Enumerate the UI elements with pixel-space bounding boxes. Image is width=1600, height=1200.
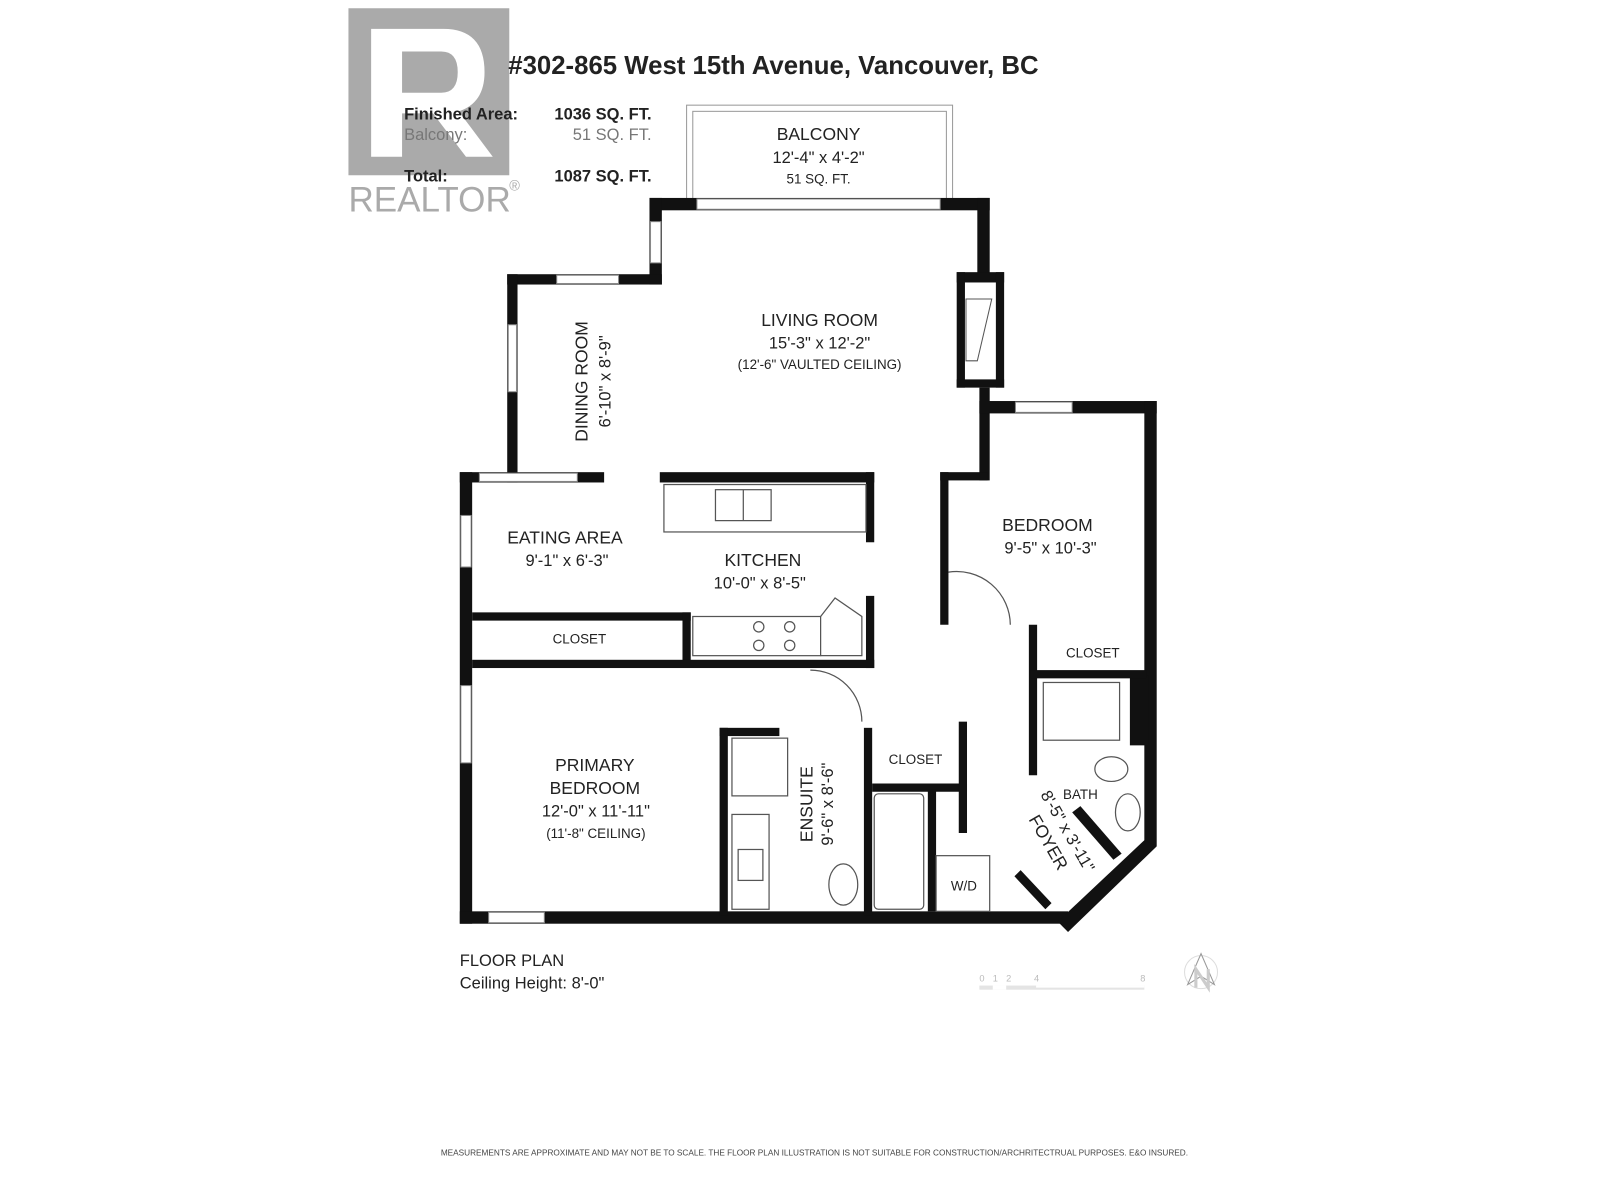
room-note: 51 SQ. FT.: [787, 172, 851, 187]
room-wd: W/D: [951, 879, 977, 894]
room-living: LIVING ROOM 15'-3" x 12'-2" (12'-6" VAUL…: [738, 310, 902, 372]
room-dims: 6'-10" x 8'-9": [596, 335, 614, 427]
room-note: (11'-8" CEILING): [546, 826, 645, 841]
scale-tick: 2: [1006, 973, 1011, 983]
room-dims: 9'-5" x 10'-3": [1004, 540, 1096, 558]
registered-mark: ®: [509, 179, 520, 195]
room-name: PRIMARY: [555, 755, 635, 775]
closet-label: CLOSET: [889, 752, 943, 767]
room-foyer: FOYER 8'-5" x 3'-11": [1025, 788, 1098, 876]
realtor-logo-text: REALTOR: [348, 180, 510, 219]
room-bath: BATH: [1063, 787, 1098, 802]
room-dims: 10'-0" x 8'-5": [714, 575, 806, 593]
room-eating-area: EATING AREA 9'-1" x 6'-3": [507, 527, 623, 570]
scale-tick: 8: [1140, 973, 1145, 983]
total-area-label: Total:: [404, 167, 448, 185]
room-name: KITCHEN: [724, 550, 801, 570]
room-name: LIVING ROOM: [761, 310, 878, 330]
room-name: DINING ROOM: [572, 321, 592, 442]
page-title: #302-865 West 15th Avenue, Vancouver, BC: [508, 52, 1038, 80]
room-dims: 9'-6" x 8'-6": [819, 762, 837, 845]
fixtures: [663, 483, 1141, 912]
north-arrow-icon: [1184, 952, 1219, 993]
closet-label: CLOSET: [1066, 646, 1120, 661]
windows: [460, 198, 1073, 924]
scale-tick: 1: [993, 973, 998, 983]
room-dims: 12'-4" x 4'-2": [772, 149, 864, 167]
room-name: BEDROOM: [1002, 515, 1093, 535]
closet-label: CLOSET: [553, 631, 607, 646]
room-note: (12'-6" VAULTED CEILING): [738, 357, 902, 372]
room-kitchen: KITCHEN 10'-0" x 8'-5": [714, 550, 806, 593]
realtor-logo: REALTOR ®: [348, 8, 520, 219]
ceiling-height: Ceiling Height: 8'-0": [460, 975, 605, 993]
scale-tick: 4: [1034, 973, 1039, 983]
room-name: BEDROOM: [550, 778, 641, 798]
room-name: EATING AREA: [507, 527, 623, 547]
area-summary: Finished Area: 1036 SQ. FT. Balcony: 51 …: [404, 106, 651, 186]
finished-area-label: Finished Area:: [404, 106, 518, 124]
room-dims: 9'-1" x 6'-3": [525, 552, 608, 570]
scale-bar: 0 1 2 4 8: [979, 973, 1145, 990]
disclaimer: MEASUREMENTS ARE APPROXIMATE AND MAY NOT…: [441, 1149, 1188, 1158]
room-dining: DINING ROOM 6'-10" x 8'-9": [572, 321, 615, 442]
balcony-area-value: 51 SQ. FT.: [573, 126, 652, 144]
scale-tick: 0: [979, 973, 984, 983]
room-balcony: BALCONY 12'-4" x 4'-2" 51 SQ. FT.: [772, 124, 864, 186]
room-ensuite: ENSUITE 9'-6" x 8'-6": [796, 762, 837, 845]
total-area-value: 1087 SQ. FT.: [554, 167, 651, 185]
room-dims: 12'-0" x 11'-11": [542, 802, 650, 820]
balcony-area-label: Balcony:: [404, 126, 467, 144]
finished-area-value: 1036 SQ. FT.: [554, 106, 651, 124]
room-bedroom: BEDROOM 9'-5" x 10'-3": [1002, 515, 1097, 558]
floor-plan-label: FLOOR PLAN: [460, 952, 564, 970]
room-name: BALCONY: [777, 124, 861, 144]
room-dims: 15'-3" x 12'-2": [769, 334, 871, 352]
room-name: ENSUITE: [796, 766, 816, 842]
room-primary-bedroom: PRIMARY BEDROOM 12'-0" x 11'-11" (11'-8"…: [542, 755, 650, 841]
